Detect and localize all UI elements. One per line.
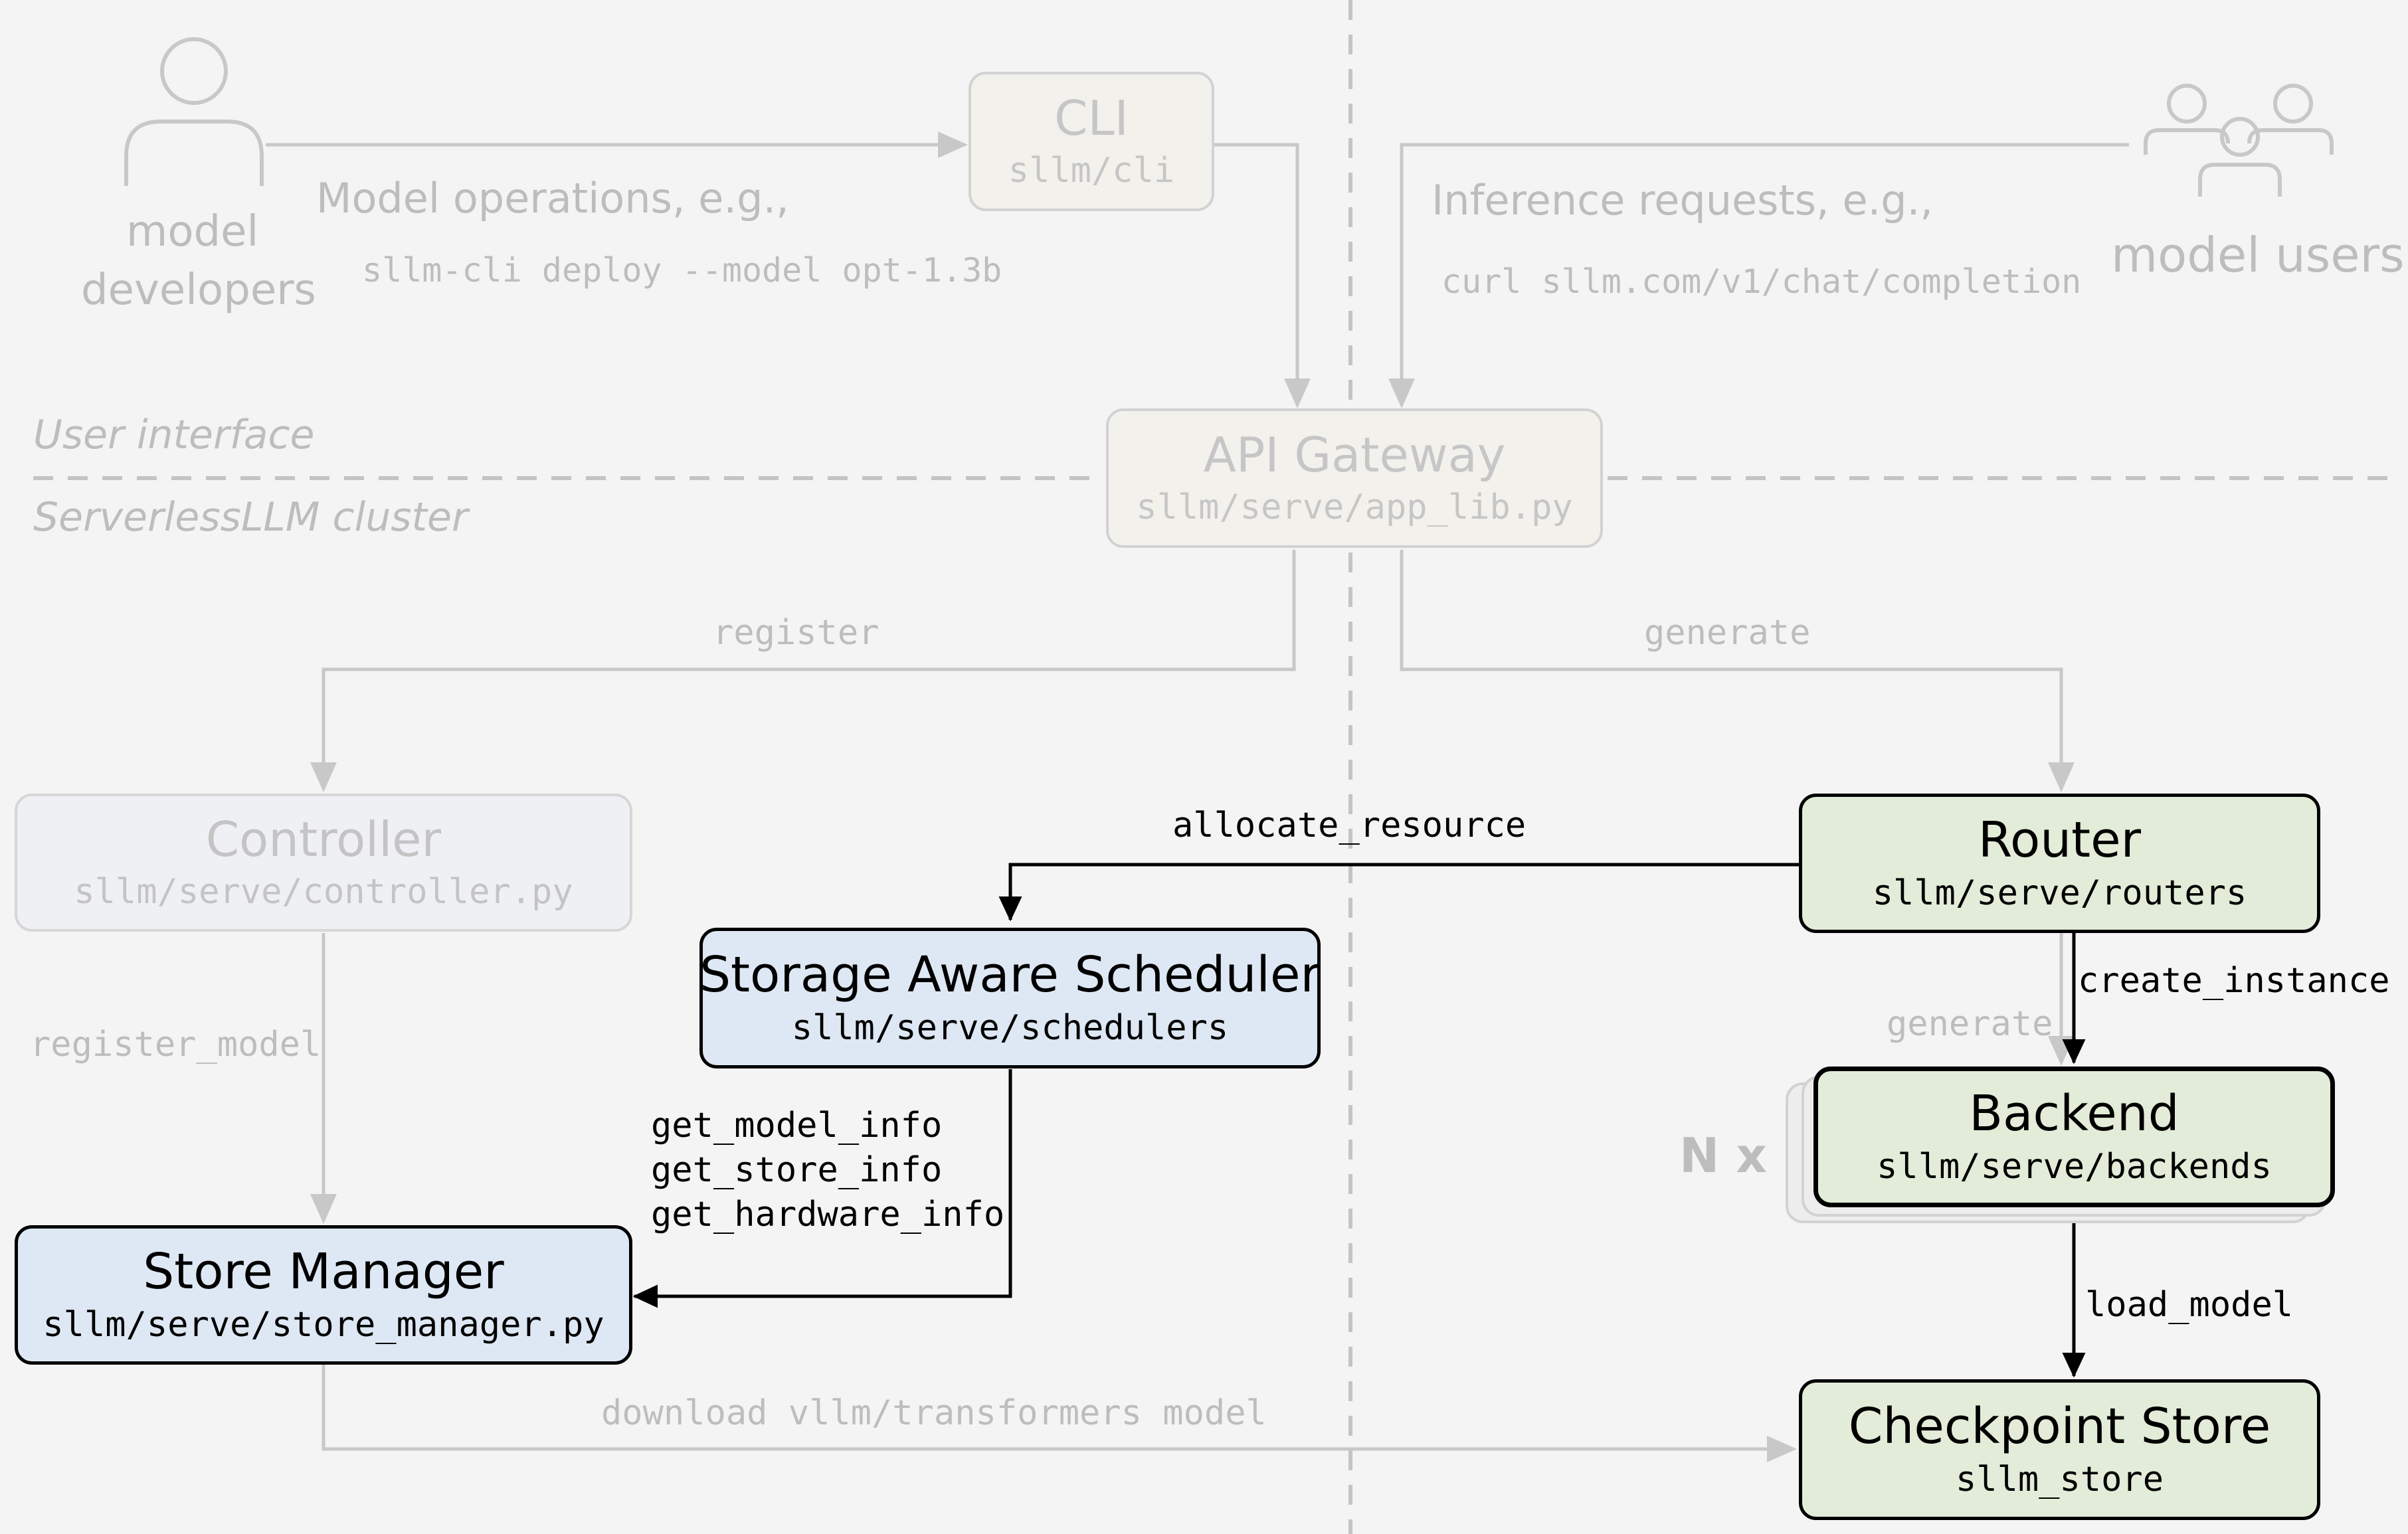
- edge-label-generate-backend: generate: [1887, 1004, 2053, 1044]
- backend-count-label: N x: [1679, 1128, 1767, 1183]
- store-manager-title: Store Manager: [143, 1243, 504, 1301]
- edge-label-register: register: [713, 613, 880, 653]
- backend-title: Backend: [1969, 1085, 2179, 1143]
- store-manager-path: sllm/serve/store_manager.py: [43, 1305, 604, 1345]
- inference-requests-command: curl sllm.com/v1/chat/completion: [1441, 262, 2082, 301]
- arrow-allocate-resource: [998, 863, 1799, 922]
- controller-node[interactable]: Controller sllm/serve/controller.py: [15, 794, 632, 932]
- store-manager-node[interactable]: Store Manager sllm/serve/store_manager.p…: [15, 1225, 632, 1365]
- router-path: sllm/serve/routers: [1872, 873, 2247, 914]
- arrow-gateway-register: [310, 550, 1296, 792]
- edge-label-allocate-resource: allocate_resource: [1172, 806, 1527, 845]
- edge-label-get-model-info: get_model_info: [651, 1106, 943, 1146]
- edge-label-load-model: load_model: [2085, 1285, 2294, 1325]
- arrow-gateway-generate: [1400, 550, 2075, 792]
- router-title: Router: [1978, 811, 2142, 869]
- edge-label-download-model: download vllm/transformers model: [601, 1393, 1267, 1433]
- users-group-icon: [2144, 84, 2334, 197]
- developers-label-line2: developers: [81, 266, 316, 315]
- cli-title: CLI: [1054, 90, 1129, 147]
- section-user-interface: User interface: [33, 412, 315, 458]
- api-gateway-title: API Gateway: [1203, 427, 1506, 483]
- edge-label-create-instance: create_instance: [2078, 961, 2390, 1001]
- edge-label-get-store-info: get_store_info: [651, 1150, 943, 1190]
- developers-label-line1: model: [126, 207, 259, 256]
- storage-aware-scheduler-node[interactable]: Storage Aware Scheduler sllm/serve/sched…: [699, 928, 1321, 1068]
- arrow-scheduler-info: [632, 1069, 1012, 1308]
- users-label: model users: [2111, 227, 2405, 283]
- checkpoint-store-title: Checkpoint Store: [1848, 1398, 2271, 1456]
- api-gateway-node[interactable]: API Gateway sllm/serve/app_lib.py: [1106, 408, 1603, 548]
- model-operations-label: Model operations, e.g.,: [316, 174, 789, 222]
- scheduler-path: sllm/serve/schedulers: [791, 1008, 1229, 1049]
- arrow-cli-to-gateway: [1214, 143, 1311, 408]
- arrow-users-to-gateway: [1388, 143, 2129, 408]
- backend-node[interactable]: Backend sllm/serve/backends: [1813, 1066, 2335, 1207]
- edge-label-get-hardware-info: get_hardware_info: [651, 1195, 1005, 1235]
- edge-label-register-model: register_model: [30, 1025, 322, 1065]
- cli-path: sllm/cli: [1008, 151, 1175, 191]
- scheduler-title: Storage Aware Scheduler: [699, 946, 1321, 1004]
- edge-label-generate-gateway: generate: [1644, 613, 1811, 653]
- arrow-download-model: [322, 1365, 1797, 1462]
- cli-node[interactable]: CLI sllm/cli: [969, 72, 1214, 211]
- person-icon: [124, 37, 264, 186]
- inference-requests-label: Inference requests, e.g.,: [1432, 176, 1934, 224]
- section-cluster: ServerlessLLM cluster: [33, 494, 468, 541]
- backend-path: sllm/serve/backends: [1877, 1147, 2272, 1187]
- api-gateway-path: sllm/serve/app_lib.py: [1136, 487, 1573, 528]
- router-node[interactable]: Router sllm/serve/routers: [1799, 794, 2320, 933]
- controller-path: sllm/serve/controller.py: [74, 872, 573, 912]
- controller-title: Controller: [205, 811, 442, 868]
- model-operations-command: sllm-cli deploy --model opt-1.3b: [362, 251, 1002, 290]
- checkpoint-store-node[interactable]: Checkpoint Store sllm_store: [1799, 1379, 2320, 1520]
- checkpoint-store-path: sllm_store: [1955, 1460, 2164, 1500]
